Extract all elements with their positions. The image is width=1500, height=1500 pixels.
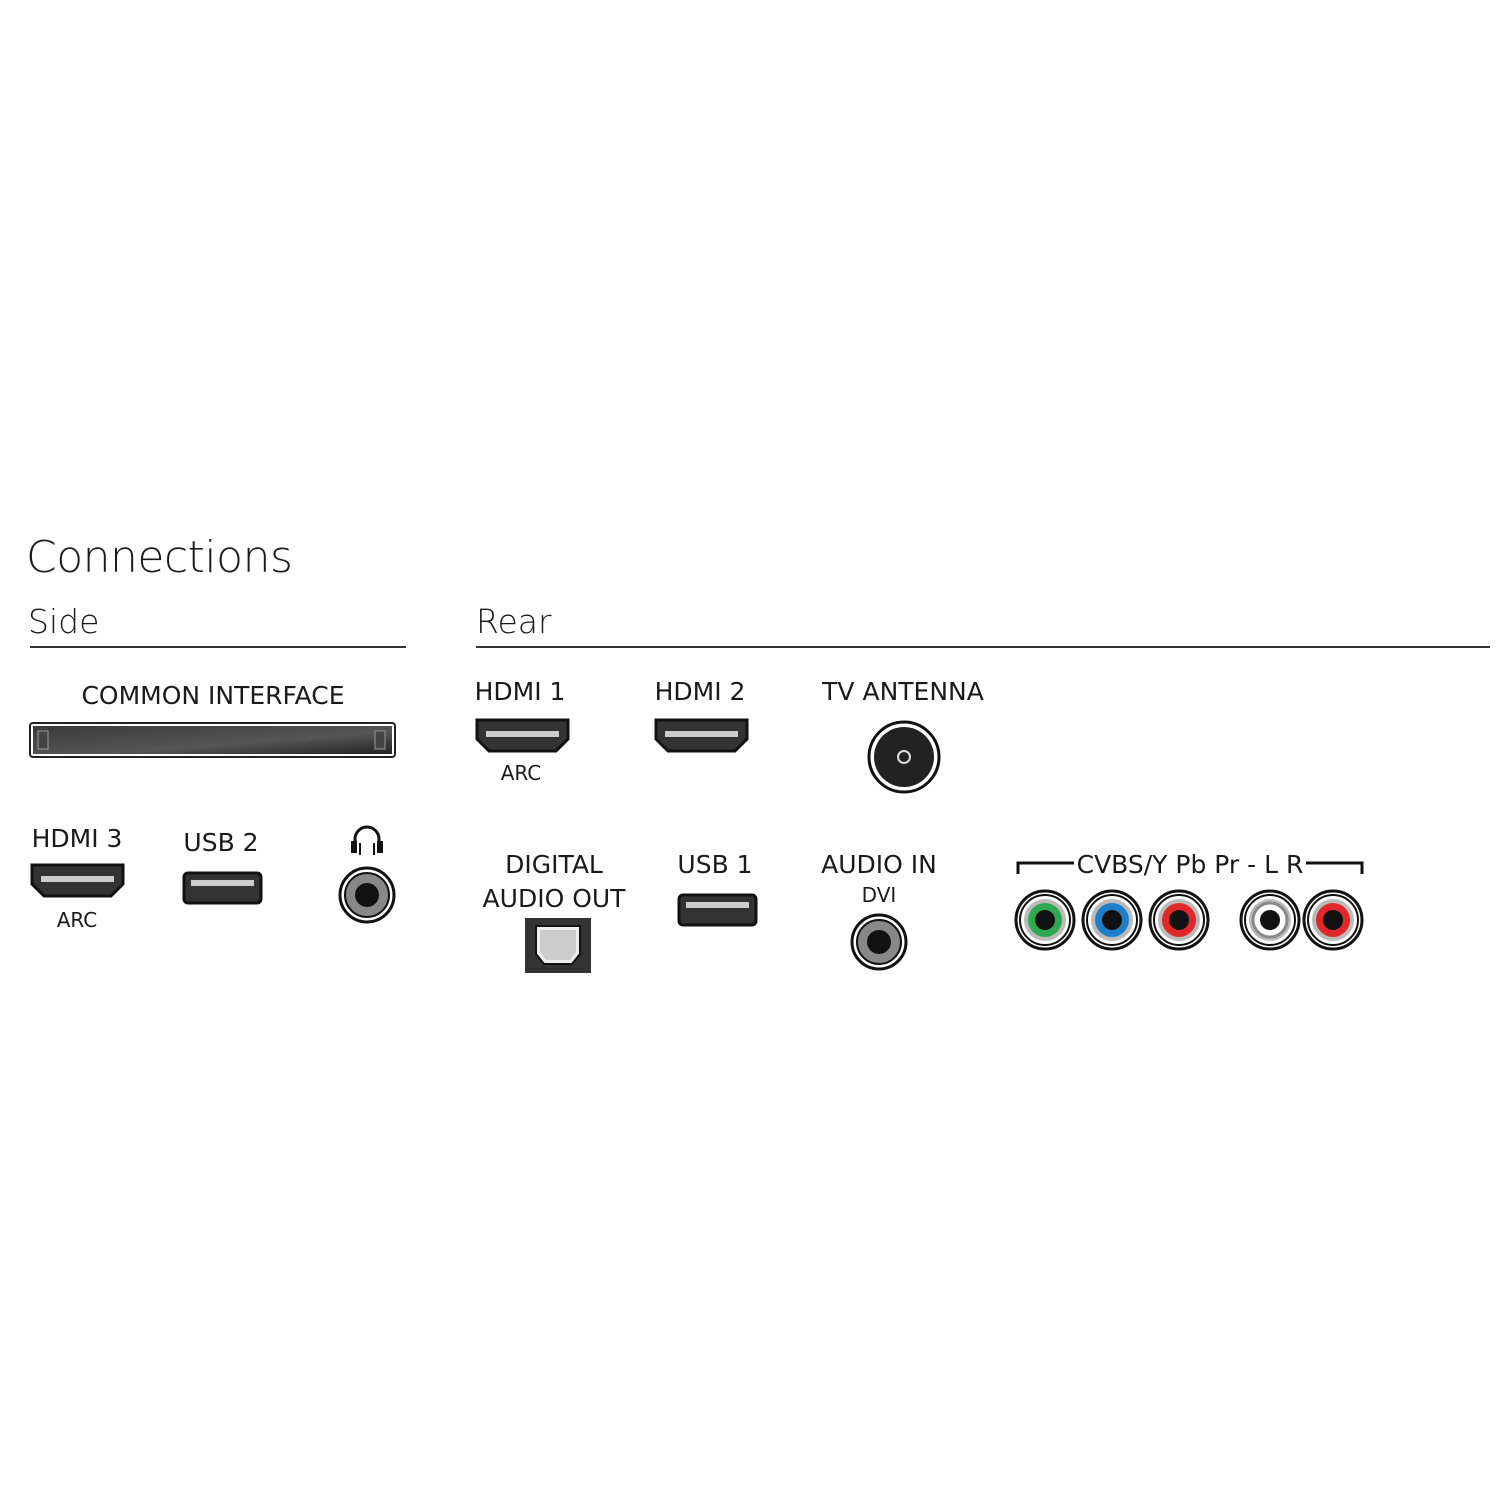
rca-jacks — [1014, 889, 1364, 951]
component-label: CVBS/Y Pb Pr - L R — [1076, 850, 1304, 879]
rear-heading: Rear — [476, 602, 552, 641]
audio-in-label: AUDIO IN — [821, 850, 937, 879]
side-heading: Side — [28, 602, 100, 641]
hdmi-port-icon — [475, 718, 570, 753]
usb-port-icon — [677, 893, 758, 927]
hdmi-port-icon — [654, 718, 749, 753]
rca-jack-red-icon — [1148, 889, 1210, 951]
digital-audio-out-label: DIGITAL AUDIO OUT — [483, 848, 626, 916]
digital-audio-out-line1: DIGITAL — [505, 850, 603, 879]
headphone-icon — [351, 825, 383, 855]
tv-antenna-label: TV ANTENNA — [822, 677, 984, 706]
audio-in-jack-icon — [850, 913, 908, 971]
hdmi3-label: HDMI 3 — [31, 824, 123, 853]
audio-in-dvi-label: DVI — [861, 883, 897, 907]
side-divider — [30, 646, 406, 648]
rca-jack-green-icon — [1014, 889, 1076, 951]
rca-jack-blue-icon — [1081, 889, 1143, 951]
digital-audio-out-line2: AUDIO OUT — [482, 884, 626, 913]
optical-port-icon — [525, 918, 591, 973]
rear-divider — [476, 646, 1490, 648]
headphone-jack-icon — [338, 866, 396, 924]
hdmi2-label: HDMI 2 — [654, 677, 746, 706]
common-interface-slot-icon — [29, 722, 396, 758]
common-interface-label: COMMON INTERFACE — [81, 681, 345, 710]
hdmi-port-icon — [30, 863, 125, 898]
rca-jack-white-icon — [1239, 889, 1301, 951]
usb2-label: USB 2 — [183, 828, 259, 857]
usb1-label: USB 1 — [677, 850, 753, 879]
component-bracket — [1016, 861, 1364, 874]
antenna-port-icon — [867, 720, 941, 794]
hdmi3-arc-label: ARC — [56, 908, 98, 932]
rca-jack-red-audio-icon — [1302, 889, 1364, 951]
page-title: Connections — [26, 532, 293, 583]
usb-port-icon — [182, 871, 263, 905]
hdmi1-arc-label: ARC — [500, 761, 542, 785]
hdmi1-label: HDMI 1 — [474, 677, 566, 706]
